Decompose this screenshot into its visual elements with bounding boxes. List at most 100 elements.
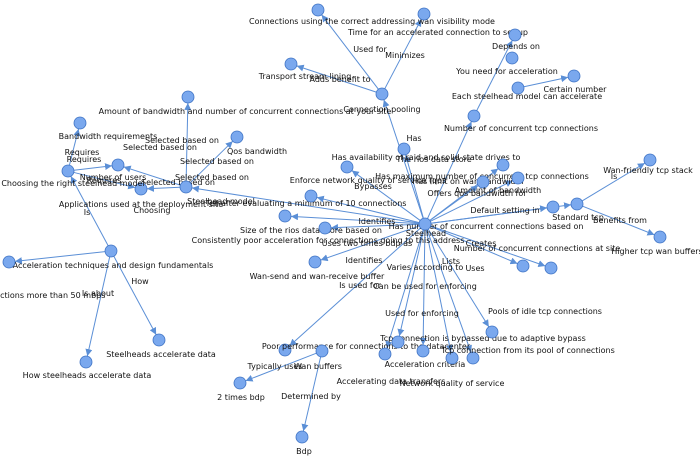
node-accel-criteria[interactable]: Acceleration criteria [385,344,466,369]
node-circle[interactable] [73,116,87,130]
node-circle[interactable] [467,109,481,123]
node-amount-bw-target[interactable]: Amount of bandwidth [455,171,541,195]
node-circle[interactable] [544,261,558,275]
node-circle[interactable] [496,158,510,172]
node-wan-send[interactable]: Wan-send and wan-receive buffer [250,255,385,281]
node-circle[interactable] [233,376,247,390]
node-steelhead[interactable]: Steelhead [406,217,446,238]
node-circle[interactable] [284,57,298,71]
node-conn-addressing[interactable]: Connections using the correct addressing… [249,3,495,26]
node-pools-idle[interactable]: Pools of idle tcp connections [488,259,602,316]
node-tcp-bypassed[interactable]: Tcp connection from its pool of connecti… [440,346,615,365]
node-circle[interactable] [511,81,525,95]
node-two-times-bdp[interactable]: 2 times bdp [217,376,265,402]
node-num-conc-tcp[interactable]: Number of concurrent tcp connections [444,109,598,133]
node-circle[interactable] [181,90,195,104]
node-used-enforcing[interactable] [391,335,405,349]
node-circle[interactable] [391,335,405,349]
node-circle[interactable] [570,197,584,211]
node-circle[interactable] [643,153,657,167]
node-bdp[interactable]: Bdp [295,430,312,456]
node-circle[interactable] [417,7,431,21]
node-circle[interactable] [546,200,560,214]
node-circle[interactable] [111,158,125,172]
node-circle[interactable] [378,347,392,361]
edge-label: Requires [67,155,102,164]
node-circle[interactable] [278,209,292,223]
node-circle[interactable] [505,51,519,65]
node-choosing-model[interactable]: Choosing the right steelhead model [1,164,145,188]
node-label: Accelerating data transfers [337,377,446,386]
node-circle[interactable] [318,221,332,235]
node-circle[interactable] [340,160,354,174]
node-bw-req[interactable]: Bandwidth requirements [59,116,158,141]
node-apps-deploy[interactable]: Applications used at the deployment site [59,182,223,209]
node-wan-buffers[interactable]: Wan buffers [294,344,342,371]
node-circle[interactable] [179,180,193,194]
node-accel-techniques[interactable]: Acceleration techniques and design funda… [13,244,214,270]
node-connection-pooling[interactable]: Connection pooling [343,87,421,114]
edge-label: Benefits from [593,216,647,225]
node-consistently-poor[interactable]: Consistently poor acceleration for conne… [192,221,465,245]
edge-label: Requires [87,176,122,185]
node-circle[interactable] [397,142,411,156]
node-qos-target[interactable] [476,175,490,189]
node-circle[interactable] [567,69,581,83]
node-circle[interactable] [230,130,244,144]
node-circle[interactable] [416,344,430,358]
edge-steelhead-to-num-conc-site [430,225,546,268]
node-you-need[interactable]: You need for acceleration [455,51,558,76]
node-certain-number[interactable]: Certain number [544,69,608,94]
node-standard-tcp[interactable]: Standard tcp [552,197,604,222]
node-circle[interactable] [308,255,322,269]
node-circle[interactable] [485,325,499,339]
node-depends-target[interactable] [508,28,522,42]
node-accel-transfers[interactable]: Accelerating data transfers [337,347,446,386]
node-circle[interactable] [315,344,329,358]
node-circle[interactable] [304,189,318,203]
node-conn-50[interactable]: Connections more than 50 mbps [0,255,105,300]
node-circle[interactable] [375,87,389,101]
node-circle[interactable] [466,351,480,365]
node-time-setup[interactable]: Time for an accelerated connection to se… [347,7,528,37]
node-num-users[interactable]: Number of users [80,158,147,182]
node-circle[interactable] [79,355,93,369]
node-has-target[interactable] [546,200,560,214]
node-transport-streamlining[interactable]: Transport stream lining [258,57,352,81]
node-circle[interactable] [104,244,118,258]
node-higher-tcp[interactable]: Higher tcp wan buffers [611,230,700,256]
node-circle[interactable] [516,259,530,273]
node-circle[interactable] [508,28,522,42]
node-circle[interactable] [134,182,148,196]
node-circle[interactable] [152,333,166,347]
node-num-conc-site[interactable]: Number of concurrent connections at site [454,244,621,275]
node-circle[interactable] [278,343,292,357]
node-wan-friendly[interactable]: Wan-friendly tcp stack [603,153,693,175]
edge-label: How [131,277,149,286]
node-sizeof-rios[interactable]: Size of the rios data store based on [240,209,382,235]
node-circle[interactable] [511,171,525,185]
node-circle[interactable] [418,217,432,231]
node-size-target[interactable] [304,189,318,203]
node-qos-bw[interactable]: Qos bandwidth [227,130,287,156]
edge-layer [14,14,655,432]
node-net-qos[interactable]: Network quality of service [400,351,505,388]
node-circle[interactable] [476,175,490,189]
node-circle[interactable] [653,230,667,244]
node-circle[interactable] [2,255,16,269]
node-circle[interactable] [445,351,459,365]
node-enforce-qos[interactable]: Enforce network quality of service (qos [290,160,446,185]
node-circle[interactable] [295,430,309,444]
node-rios-store[interactable]: The rios data store [395,142,472,164]
node-circle[interactable] [311,3,325,17]
node-each-model[interactable]: Each steelhead model can accelerate [452,81,602,101]
node-steelhead-model[interactable]: Steelhead model [179,180,255,206]
node-circle[interactable] [61,164,75,178]
node-how-accel[interactable]: How steelheads accelerate data [23,355,152,380]
node-lists-target[interactable] [485,325,499,339]
node-poor-perf[interactable]: Poor performance for connections to the … [262,342,471,357]
node-steelheads-accel[interactable]: Steelheads accelerate data [106,333,216,359]
edge-label: Creates [466,239,497,248]
node-amt-bw-conc[interactable]: Amount of bandwidth and number of concur… [99,90,392,116]
